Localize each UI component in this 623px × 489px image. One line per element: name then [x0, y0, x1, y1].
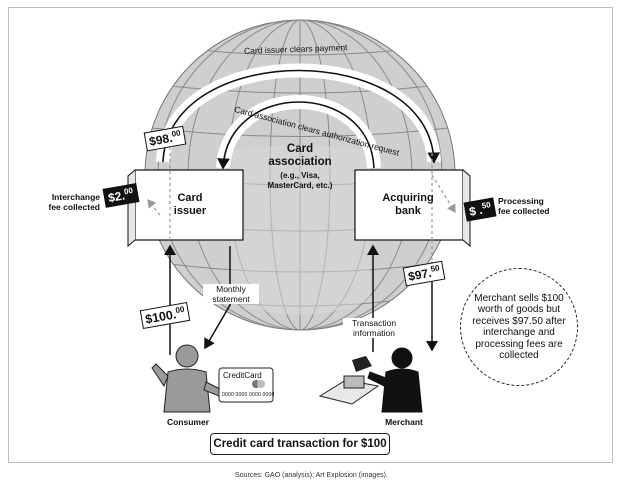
fee-dashed-lines: [147, 145, 456, 260]
credit-card-brand: CreditCard: [223, 371, 262, 380]
monthly-statement-label: Monthly statement: [203, 284, 259, 304]
issuer-clears-payment-arc: [156, 63, 441, 164]
diagram-frame: [8, 7, 613, 463]
credit-card-image: [218, 367, 274, 403]
interchange-fee-label: Interchange fee collected: [48, 192, 101, 212]
consumer-label: Consumer: [166, 417, 210, 427]
merchant-label: Merchant: [385, 417, 423, 427]
diagram-title: Credit card transaction for $100: [210, 433, 390, 455]
merchant-figure: [367, 347, 423, 413]
acquiring-bank-label: Acquiring bank: [382, 192, 434, 217]
card-issuer-label: Card issuer: [173, 192, 207, 217]
authorization-request-arc: [216, 95, 381, 170]
merchant-note: Merchant sells $100 worth of goods but r…: [460, 268, 578, 386]
source-note: Sources: GAO (analysis); Art Explosion (…: [235, 472, 388, 479]
consumer-figure: [151, 344, 227, 413]
card-terminal-image: [318, 356, 380, 405]
card-association-title: Card association: [268, 143, 332, 168]
processing-fee-label: Processing fee collected: [498, 196, 550, 216]
card-association-examples: (e.g., Visa, MasterCard, etc.): [267, 171, 333, 190]
credit-card-number: 0000 0000 0000 0000: [222, 392, 275, 398]
transaction-information-label: Transaction information: [343, 318, 405, 338]
acquiring-bank-box: [354, 169, 471, 248]
monthly-statement-arrow: [204, 246, 231, 350]
